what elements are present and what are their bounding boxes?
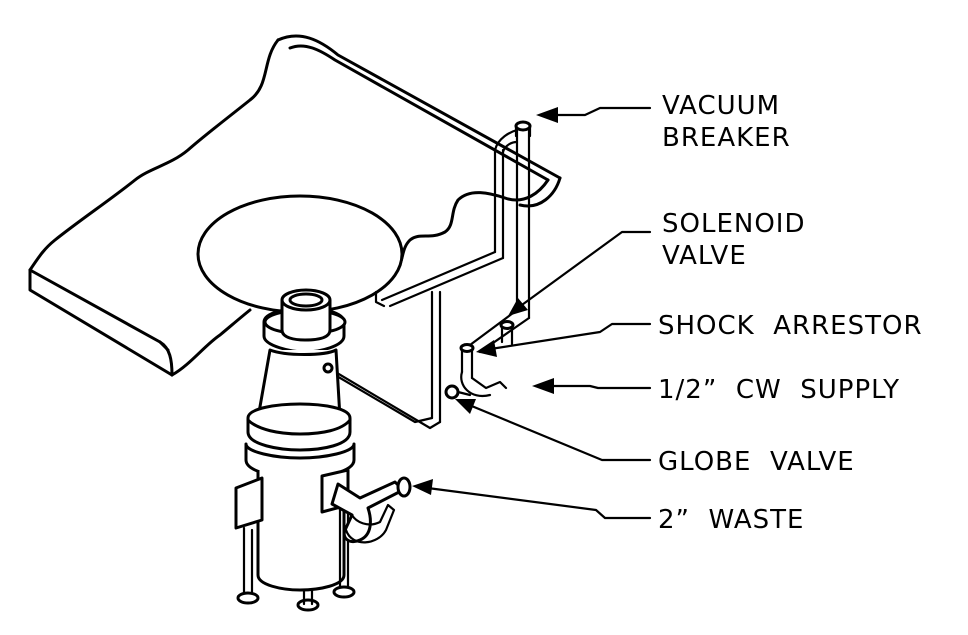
sink-counter (28, 34, 562, 377)
label-waste: 2” WASTE (658, 505, 804, 535)
arrow-shock-arrestor-icon (476, 340, 497, 357)
label-vacuum-breaker-line1: VACUUM (662, 91, 780, 121)
label-vacuum-breaker-line2: BREAKER (662, 123, 791, 153)
label-solenoid-valve-line2: VALVE (662, 241, 747, 271)
label-globe-valve: GLOBE VALVE (658, 447, 855, 477)
waste-trap (330, 476, 412, 544)
arrow-globe-valve-icon (455, 399, 476, 414)
label-cw-supply: 1/2” CW SUPPLY (658, 375, 900, 405)
arrow-waste-icon (412, 479, 433, 495)
arrow-vacuum-breaker-icon (536, 107, 558, 123)
label-shock-arrestor: SHOCK ARRESTOR (658, 311, 923, 341)
callout-arrows (412, 106, 652, 520)
arrow-solenoid-valve-icon (508, 298, 528, 316)
disposer-unit (234, 288, 356, 612)
arrow-cw-supply-icon (532, 378, 554, 394)
label-solenoid-valve-line1: SOLENOID (662, 209, 805, 239)
